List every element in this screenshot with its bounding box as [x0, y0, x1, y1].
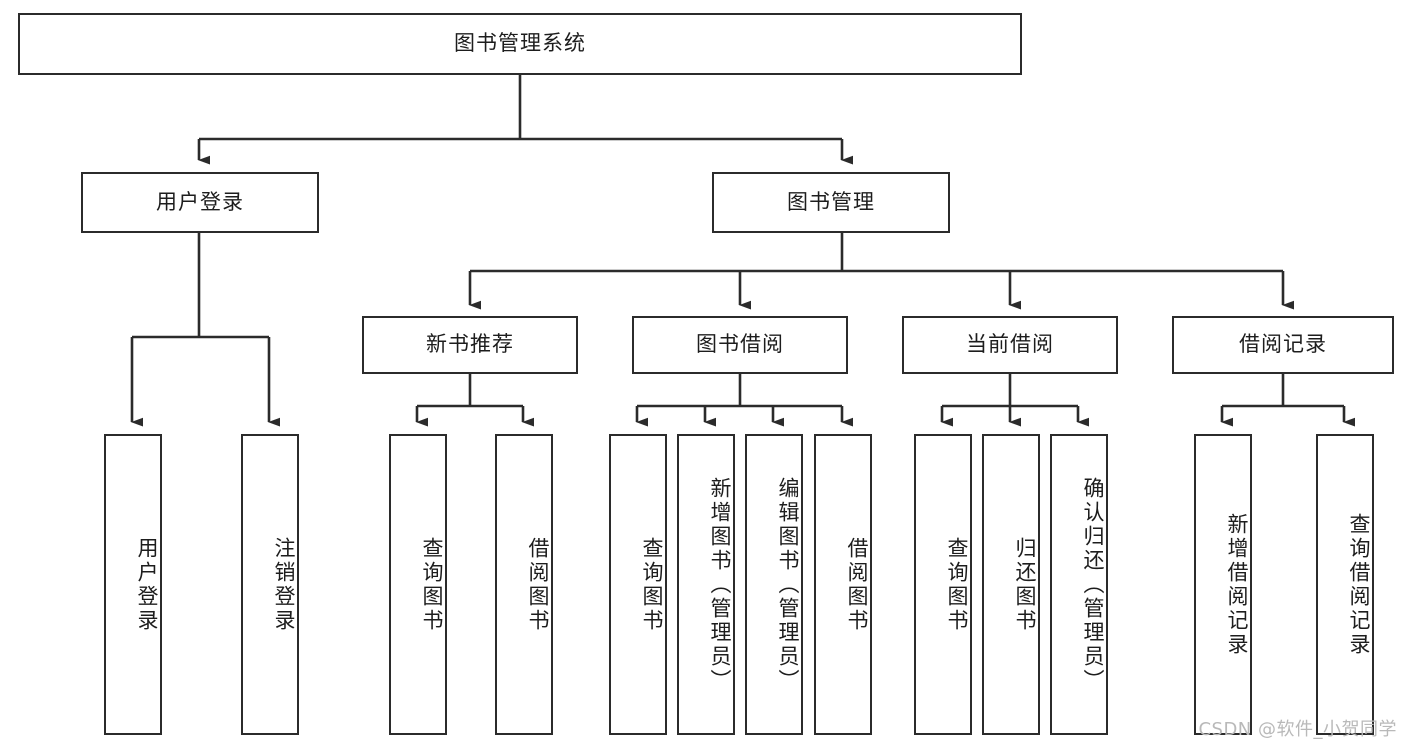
- node-new-book-recommend[interactable]: 新书推荐: [362, 316, 578, 374]
- node-label: 确认归还（管理员）: [1081, 476, 1105, 693]
- node-label: 注销登录: [272, 536, 296, 633]
- node-label: 查询图书: [945, 536, 969, 633]
- node-label: 图书管理: [787, 189, 875, 214]
- node-label: 查询图书: [640, 536, 664, 633]
- leaf-recommend-query-book[interactable]: 查询图书: [389, 434, 447, 735]
- node-label: 归还图书: [1013, 536, 1037, 633]
- node-label: 新增图书（管理员）: [708, 476, 732, 693]
- leaf-record-add-borrow-record[interactable]: 新增借阅记录: [1194, 434, 1252, 735]
- node-label: 编辑图书（管理员）: [776, 476, 800, 693]
- node-label: 新书推荐: [426, 332, 514, 357]
- leaf-borrow-query-book[interactable]: 查询图书: [609, 434, 667, 735]
- leaf-current-confirm-return-admin[interactable]: 确认归还（管理员）: [1050, 434, 1108, 735]
- node-label: 借阅图书: [845, 536, 869, 633]
- leaf-current-return-book[interactable]: 归还图书: [982, 434, 1040, 735]
- node-label: 图书借阅: [696, 332, 784, 357]
- leaf-borrow-borrow-book[interactable]: 借阅图书: [814, 434, 872, 735]
- leaf-borrow-edit-book-admin[interactable]: 编辑图书（管理员）: [745, 434, 803, 735]
- leaf-record-query-borrow-record[interactable]: 查询借阅记录: [1316, 434, 1374, 735]
- node-root-system[interactable]: 图书管理系统: [18, 13, 1022, 75]
- leaf-user-login[interactable]: 用户登录: [104, 434, 162, 735]
- node-label: 借阅图书: [526, 536, 550, 633]
- node-label: 图书管理系统: [454, 31, 586, 56]
- node-borrow-record[interactable]: 借阅记录: [1172, 316, 1394, 374]
- node-label: 借阅记录: [1239, 332, 1327, 357]
- node-label: 新增借阅记录: [1225, 512, 1249, 657]
- leaf-borrow-add-book-admin[interactable]: 新增图书（管理员）: [677, 434, 735, 735]
- node-label: 当前借阅: [966, 332, 1054, 357]
- leaf-current-query-book[interactable]: 查询图书: [914, 434, 972, 735]
- node-book-borrow[interactable]: 图书借阅: [632, 316, 848, 374]
- node-current-borrow[interactable]: 当前借阅: [902, 316, 1118, 374]
- node-label: 用户登录: [135, 536, 159, 633]
- node-label: 查询借阅记录: [1347, 512, 1371, 657]
- leaf-user-logout[interactable]: 注销登录: [241, 434, 299, 735]
- node-label: 查询图书: [420, 536, 444, 633]
- leaf-recommend-borrow-book[interactable]: 借阅图书: [495, 434, 553, 735]
- watermark-text: CSDN @软件_小贺同学: [1198, 719, 1397, 740]
- node-user-login[interactable]: 用户登录: [81, 172, 319, 233]
- node-book-management[interactable]: 图书管理: [712, 172, 950, 233]
- node-label: 用户登录: [156, 189, 244, 214]
